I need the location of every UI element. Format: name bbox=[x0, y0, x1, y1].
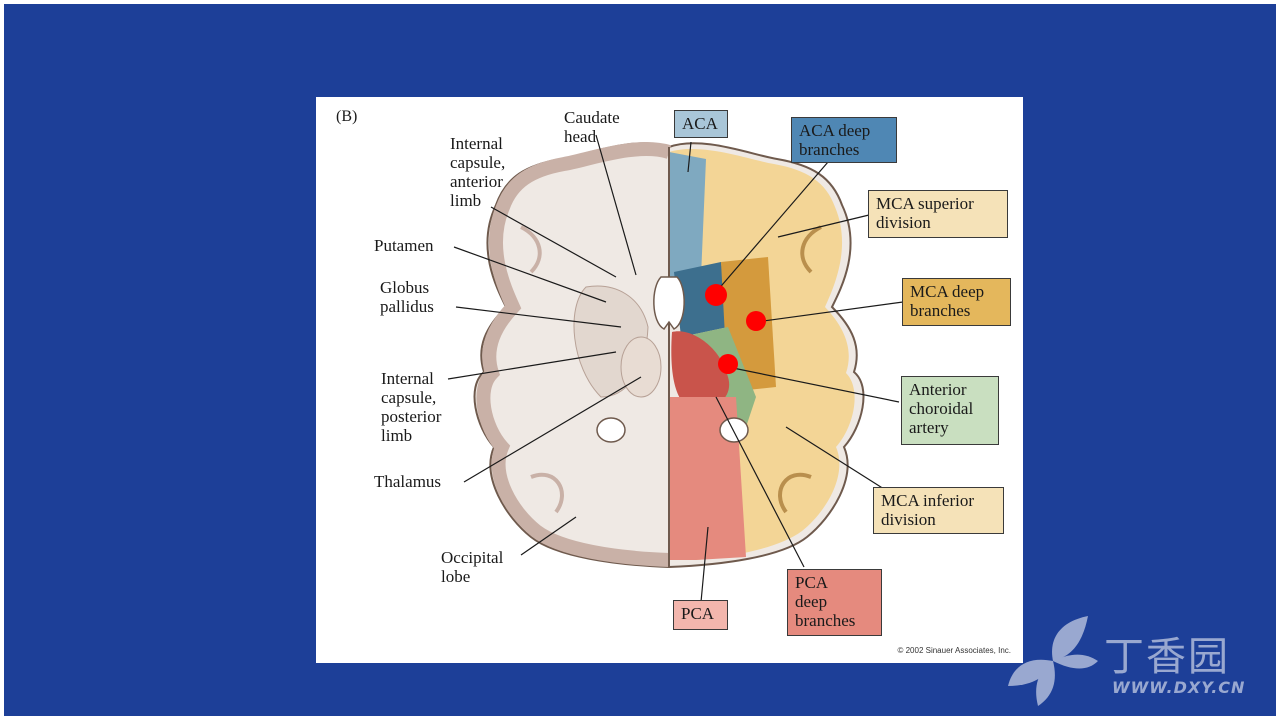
aca-deep-territory bbox=[674, 262, 728, 337]
panel-letter: (B) bbox=[336, 108, 358, 125]
box-mca-superior: MCA superior division bbox=[868, 190, 1008, 238]
label-thalamus: Thalamus bbox=[374, 472, 442, 491]
label-occipital-lobe: Occipital lobe bbox=[441, 548, 504, 586]
marker-aca-deep bbox=[705, 284, 727, 306]
box-pca: PCA bbox=[673, 600, 728, 630]
brain-illustration bbox=[447, 134, 904, 603]
label-putamen: Putamen bbox=[374, 236, 434, 255]
label-internal-capsule-posterior: Internal capsule, posterior limb bbox=[381, 369, 442, 445]
label-internal-capsule-anterior: Internal capsule, anterior limb bbox=[450, 134, 506, 210]
box-aca-deep: ACA deep branches bbox=[791, 117, 897, 163]
marker-mca-deep bbox=[746, 311, 766, 331]
box-aca: ACA bbox=[674, 110, 728, 138]
left-cortex bbox=[476, 142, 672, 567]
box-mca-deep: MCA deep branches bbox=[902, 278, 1011, 326]
leaf-logo-icon bbox=[1008, 616, 1098, 706]
label-globus-pallidus: Globus pallidus bbox=[380, 278, 434, 316]
copyright-text: © 2002 Sinauer Associates, Inc. bbox=[897, 646, 1011, 655]
watermark-en: WWW.DXY.CN bbox=[1112, 678, 1246, 697]
ventricle bbox=[653, 276, 685, 330]
watermark-cn: 丁香园 bbox=[1104, 634, 1230, 680]
box-anterior-choroidal: Anterior choroidal artery bbox=[901, 376, 999, 445]
box-pca-deep: PCA deep branches bbox=[787, 569, 882, 636]
aca-territory bbox=[669, 152, 706, 277]
watermark: 丁香园 WWW.DXY.CN bbox=[1008, 616, 1268, 706]
pca-deep-territory bbox=[671, 331, 730, 410]
brain-figure: (B) Caudate head Internal capsule, anter… bbox=[316, 97, 1023, 663]
marker-anterior-choroidal bbox=[718, 354, 738, 374]
box-mca-inferior: MCA inferior division bbox=[873, 487, 1004, 534]
label-caudate-head: Caudate head bbox=[564, 108, 620, 146]
